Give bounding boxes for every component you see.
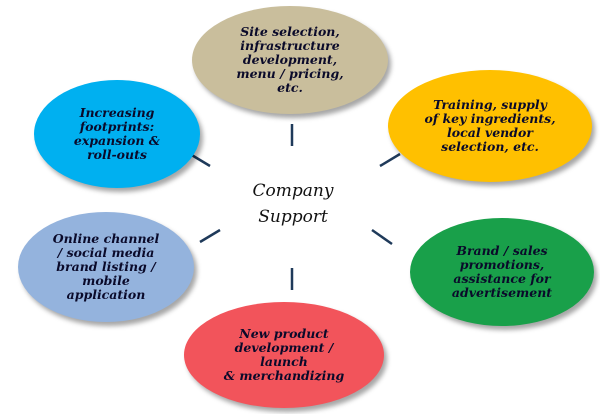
center-label: Company Support <box>252 181 334 227</box>
node-new-product: New product development / launch & merch… <box>184 302 384 408</box>
node-training-supply: Training, supply of key ingredients, loc… <box>388 70 592 182</box>
connector-right <box>371 228 393 246</box>
node-training-supply-label: Training, supply of key ingredients, loc… <box>424 97 556 154</box>
node-increasing-footprints: Increasing footprints: expansion & roll-… <box>34 80 200 188</box>
node-site-selection: Site selection, infrastructure developme… <box>192 6 388 114</box>
node-site-selection-label: Site selection, infrastructure developme… <box>236 24 344 95</box>
node-online-channel: Online channel / social media brand list… <box>18 212 194 322</box>
connector-left <box>199 228 221 244</box>
connector-top-right <box>379 152 401 168</box>
node-online-channel-label: Online channel / social media brand list… <box>52 231 160 302</box>
node-new-product-label: New product development / launch & merch… <box>223 326 345 383</box>
node-increasing-footprints-label: Increasing footprints: expansion & roll-… <box>73 105 161 162</box>
node-brand-promotions: Brand / sales promotions, assistance for… <box>410 218 594 326</box>
node-brand-promotions-label: Brand / sales promotions, assistance for… <box>451 243 553 300</box>
connector-top-left <box>189 152 211 168</box>
